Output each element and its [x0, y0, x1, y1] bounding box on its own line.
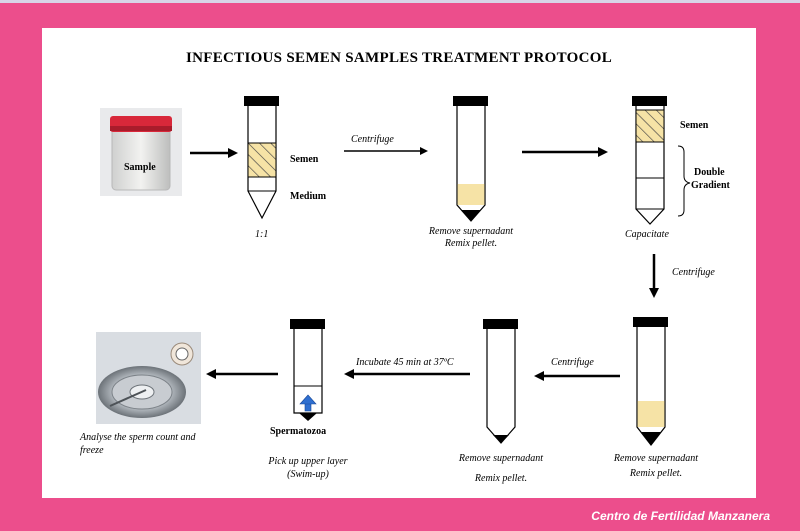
arrow-sample-to-tube1	[190, 148, 238, 158]
analysis-caption-line1: Analyse the sperm count and	[80, 432, 196, 443]
tube-1	[244, 96, 279, 220]
tube-3	[632, 96, 667, 225]
arrow-tube6-to-analysis	[206, 369, 278, 379]
gradient-label-line1: Double	[694, 167, 725, 178]
tube3-caption: Capacitate	[625, 229, 669, 240]
tube-4	[633, 317, 668, 446]
centrifuge-label-2: Centrifuge	[672, 267, 715, 278]
clinic-name: Centro de Fertilidad Manzanera	[591, 509, 770, 523]
arrow-tube3-to-tube4	[649, 254, 659, 298]
counting-chamber-image	[96, 332, 201, 424]
protocol-panel: INFECTIOUS SEMEN SAMPLES TREATMENT PROTO…	[42, 28, 756, 498]
centrifuge-label-1: Centrifuge	[351, 134, 394, 145]
sample-label: Sample	[124, 162, 156, 173]
tube-6	[290, 319, 325, 421]
top-border	[0, 0, 800, 3]
tube3-semen-label: Semen	[680, 120, 709, 131]
tube1-ratio: 1:1	[255, 229, 269, 240]
tube1-medium-label: Medium	[290, 191, 327, 202]
tube6-caption-line2: (Swim-up)	[287, 469, 329, 480]
tube5-caption-line2: Remix pellet.	[474, 473, 528, 484]
sample-cup-image	[100, 108, 182, 196]
incubate-label: Incubate 45 min at 37ºC	[356, 357, 454, 368]
tube2-caption-line2: Remix pellet.	[444, 238, 498, 249]
tube2-caption-line1: Remove supernadant	[428, 226, 514, 237]
centrifuge-label-3: Centrifuge	[551, 357, 594, 368]
tube6-caption-line1: Pick up upper layer	[268, 456, 348, 467]
tube-5	[483, 319, 518, 444]
spermatozoa-label: Spermatozoa	[270, 426, 327, 437]
tube-2	[453, 96, 488, 222]
page-title: INFECTIOUS SEMEN SAMPLES TREATMENT PROTO…	[185, 50, 613, 66]
arrow-tube4-to-tube5	[534, 371, 620, 381]
tube1-semen-label: Semen	[290, 154, 319, 165]
gradient-brace	[677, 145, 691, 217]
protocol-diagram	[96, 96, 691, 446]
arrow-tube5-to-tube6	[344, 369, 470, 379]
tube5-caption-line1: Remove supernadant	[458, 453, 544, 464]
tube4-caption-line2: Remix pellet.	[629, 468, 683, 479]
tube4-caption-line1: Remove supernadant	[613, 453, 699, 464]
analysis-caption-line2: freeze	[80, 445, 104, 456]
up-arrow-icon	[299, 394, 317, 412]
gradient-label-line2: Gradient	[691, 180, 730, 191]
arrow-tube2-to-tube3	[522, 147, 608, 157]
arrow-tube1-to-tube2	[344, 147, 428, 155]
